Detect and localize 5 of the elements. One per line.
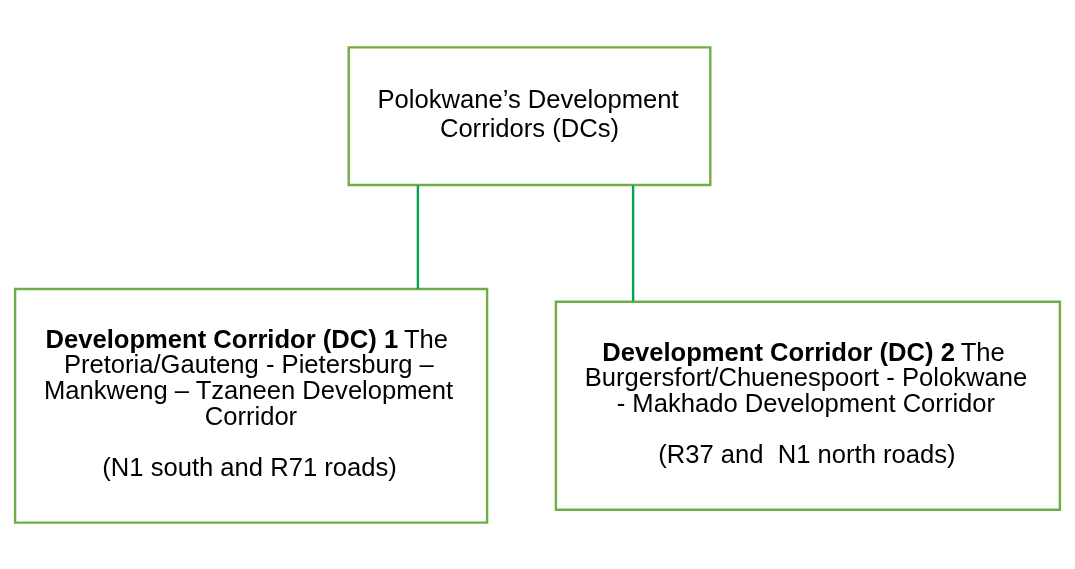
- node-box: Development Corridor (DC) 1 The Pretoria/Gauteng - Pietersburg – Mankweng – Tzaneen Development Corridor (N1 south and R71 roads): [13, 287, 489, 524]
- connector: [631, 185, 635, 301]
- node-box: Development Corridor (DC) 2 The Burgersfort/Chuenespoort - Polokwane - Makhado Development Corridor (R37 and N1 north roads): [554, 300, 1062, 511]
- node-box: Polokwane’s Development Corridors (DCs): [347, 45, 712, 186]
- connector: [416, 185, 420, 289]
